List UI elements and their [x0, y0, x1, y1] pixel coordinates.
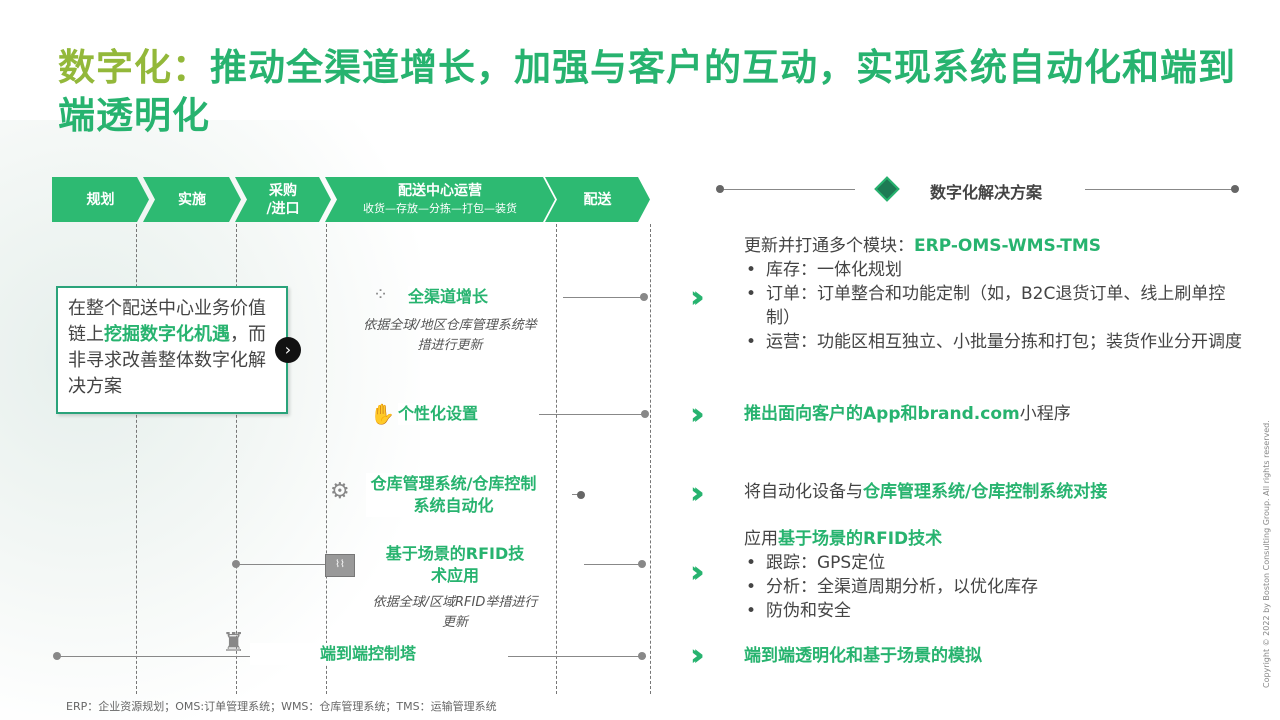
- insight-highlight: 挖掘数字化机遇: [104, 324, 230, 345]
- page-title: 数字化：推动全渠道增长，加强与客户的互动，实现系统自动化和端到端透明化: [58, 44, 1238, 140]
- stage-dc-operations: 配送中心运营收货—存放—分拣—打包—装货: [325, 177, 555, 222]
- solution-highlight: 仓库管理系统/仓库控制系统对接: [863, 482, 1108, 502]
- stage-label: 配送中心运营: [398, 182, 482, 199]
- connector: [539, 414, 645, 415]
- bullet: 分析：全渠道周期分析，以优化库存: [744, 575, 1224, 599]
- bullet: 库存：一体化规划: [744, 258, 1244, 282]
- double-chevron-icon: ››: [690, 397, 705, 432]
- bullet: 防伪和安全: [744, 599, 1224, 623]
- title-accent: 数字化：: [58, 46, 210, 89]
- insight-text: 在整个配送中心业务价值链上: [68, 298, 266, 345]
- stage-implementation: 实施: [143, 177, 241, 222]
- connector-dot: [577, 491, 585, 499]
- solution-text: 应用: [744, 529, 778, 549]
- connector: [584, 564, 642, 565]
- stage-label: 实施: [178, 191, 206, 208]
- initiative-label: 端到端控制塔: [250, 643, 508, 665]
- divider: [236, 224, 237, 694]
- solution-rfid: 应用基于场景的RFID技术 跟踪：GPS定位分析：全渠道周期分析，以优化库存防伪…: [744, 527, 1224, 623]
- double-chevron-icon: ››: [690, 280, 705, 315]
- omnichannel-icon: ⁘: [373, 284, 389, 305]
- double-chevron-icon: ››: [690, 476, 705, 511]
- solution-text: 将自动化设备与: [744, 482, 863, 502]
- divider: [136, 224, 137, 694]
- connector: [572, 494, 580, 495]
- initiative-label: 仓库管理系统/仓库控制系统自动化: [366, 473, 541, 517]
- stage-label: /进口: [266, 200, 300, 217]
- initiative-label: 个性化设置: [398, 403, 498, 425]
- solution-highlight: 基于场景的RFID技术: [778, 529, 943, 549]
- bullet: 订单：订单整合和功能定制（如，B2C退货订单、线上刷单控制）: [744, 282, 1244, 330]
- initiative-note: 依据全球/区域RFID举措进行更新: [372, 595, 538, 630]
- initiative-note: 依据全球/地区仓库管理系统举措进行更新: [363, 318, 537, 353]
- solution-highlight: ERP-OMS-WMS-TMS: [914, 236, 1102, 256]
- rfid-board-icon: ⌇⌇: [325, 554, 355, 577]
- stage-label: 规划: [86, 191, 115, 208]
- footnote: ERP：企业资源规划；OMS:订单管理系统；WMS：仓库管理系统；TMS：运输管…: [66, 700, 497, 713]
- chevron-right-icon: ›: [275, 337, 301, 363]
- stage-planning: 规划: [52, 177, 149, 222]
- stage-label: 采购: [269, 182, 297, 199]
- diamond-icon: [874, 176, 900, 202]
- solutions-header: 数字化解决方案: [930, 183, 1043, 202]
- stage-delivery: 配送: [545, 177, 650, 222]
- initiative-label: 全渠道增长: [408, 286, 518, 308]
- insight-text: ，而非寻求改善整体数字化解决方案: [68, 324, 266, 397]
- connector-dot: [641, 410, 649, 418]
- double-chevron-icon: ››: [690, 638, 705, 673]
- stage-sublabel: 收货—存放—分拣—打包—装货: [363, 201, 517, 215]
- control-tower-icon: ♜: [222, 628, 246, 658]
- double-chevron-icon: ››: [690, 555, 705, 590]
- solution-text: 更新并打通多个模块：: [744, 236, 914, 256]
- robot-arm-icon: ⚙: [330, 479, 350, 504]
- solution-text: 小程序: [1019, 404, 1071, 424]
- header-line: [720, 189, 855, 190]
- hand-gem-icon: ✋: [370, 402, 395, 426]
- connector-dot: [232, 560, 240, 568]
- bullet: 运营：功能区相互独立、小批量分拣和打包；装货作业分开调度: [744, 330, 1244, 354]
- connector-dot: [640, 293, 648, 301]
- connector-dot: [716, 185, 724, 193]
- divider: [556, 224, 557, 694]
- solution-highlight: 端到端透明化和基于场景的模拟: [744, 646, 982, 666]
- divider: [650, 224, 651, 694]
- insight-box: 在整个配送中心业务价值链上挖掘数字化机遇，而非寻求改善整体数字化解决方案: [56, 286, 288, 414]
- title-rest: 推动全渠道增长，加强与客户的互动，实现系统自动化和端到端透明化: [58, 46, 1236, 137]
- bullet: 跟踪：GPS定位: [744, 551, 1224, 575]
- initiative-label: 基于场景的RFID技术应用: [380, 543, 530, 587]
- connector: [563, 297, 645, 298]
- stage-procurement: 采购/进口: [235, 177, 331, 222]
- copyright: Copyright © 2022 by Boston Consulting Gr…: [1262, 420, 1271, 688]
- header-line: [1085, 189, 1235, 190]
- solution-highlight: 推出面向客户的App和brand.com: [744, 404, 1020, 424]
- solution-modules: 更新并打通多个模块：ERP-OMS-WMS-TMS 库存：一体化规划订单：订单整…: [744, 234, 1244, 354]
- solution-automation: 将自动化设备与仓库管理系统/仓库控制系统对接: [744, 480, 1107, 504]
- connector-dot: [53, 652, 61, 660]
- connector: [236, 564, 326, 565]
- connector-dot: [1231, 185, 1239, 193]
- divider: [326, 224, 327, 694]
- stage-label: 配送: [583, 191, 612, 208]
- connector-dot: [638, 652, 646, 660]
- connector-dot: [638, 560, 646, 568]
- solution-app: 推出面向客户的App和brand.com小程序: [744, 402, 1071, 426]
- solution-control-tower: 端到端透明化和基于场景的模拟: [744, 644, 982, 668]
